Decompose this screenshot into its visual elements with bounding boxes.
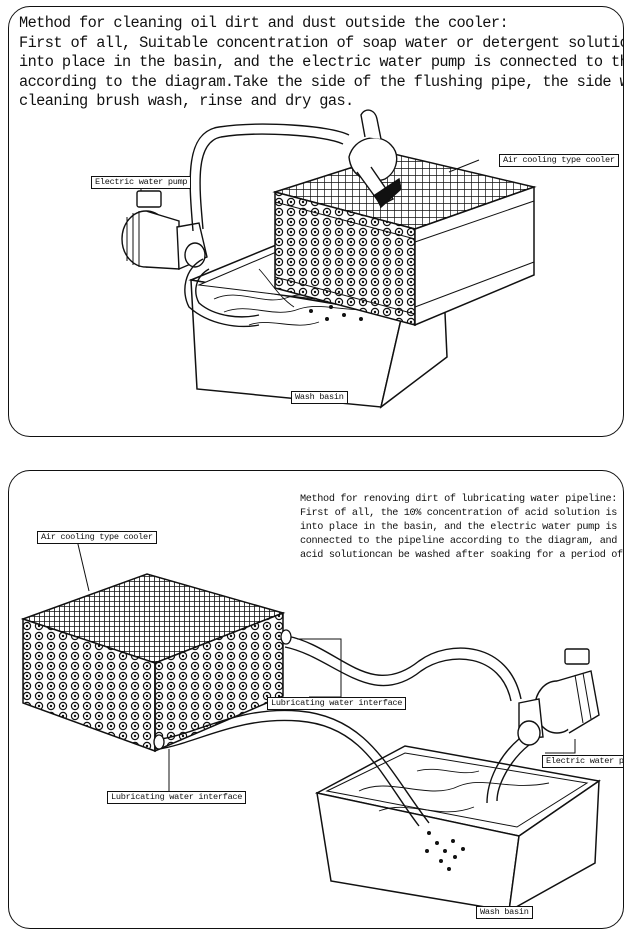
label-lubricating-water-interface-upper: Lubricating water interface bbox=[267, 697, 407, 710]
label-lubricating-water-interface-lower: Lubricating water interface bbox=[107, 791, 247, 804]
description-line: according to the diagram.Take the side o… bbox=[19, 72, 624, 91]
wash-basin-drawing bbox=[314, 745, 601, 913]
pipeline-cleaning-illustration bbox=[20, 539, 601, 917]
hand-with-cleaning-brush bbox=[348, 109, 402, 209]
lubricating-water-pipes bbox=[158, 635, 530, 827]
description-line: into place in the basin, and the electri… bbox=[19, 53, 623, 71]
description-line: First of all, Suitable concentration of … bbox=[19, 33, 623, 52]
label-air-cooling-type-cooler: Air cooling type cooler bbox=[37, 531, 157, 544]
description-line: cleaning brush wash, rinse and dry gas. bbox=[19, 92, 354, 110]
cooler-cleaning-illustration bbox=[121, 109, 537, 409]
description-line: Method for renoving dirt of lubricating … bbox=[300, 494, 617, 505]
water-droplets bbox=[425, 831, 465, 871]
description-line: connected to the pipeline according to t… bbox=[300, 536, 624, 547]
panel-cleaning-oil-dirt: Method for cleaning oil dirt and dust ou… bbox=[8, 6, 624, 437]
label-electric-water-pump: Electric water pump bbox=[542, 755, 623, 768]
description-line: First of all, the 10% concentration of a… bbox=[300, 508, 624, 519]
electric-water-pump-drawing bbox=[121, 190, 208, 271]
description-line: into place in the basin, and the electri… bbox=[300, 522, 617, 533]
panel-removing-pipeline-dirt: Method for renoving dirt of lubricating … bbox=[8, 470, 624, 929]
label-electric-water-pump: Electric water pump bbox=[91, 176, 192, 189]
description-cleaning-oil-dirt: Method for cleaning oil dirt and dust ou… bbox=[19, 14, 624, 112]
electric-water-pump-drawing bbox=[517, 648, 600, 746]
pipe-connectors bbox=[153, 629, 292, 750]
label-air-cooling-type-cooler: Air cooling type cooler bbox=[499, 154, 619, 167]
label-wash-basin: Wash basin bbox=[291, 391, 348, 404]
air-cooler-drawing bbox=[20, 573, 286, 753]
water-waves bbox=[358, 768, 550, 813]
description-line: Method for cleaning oil dirt and dust ou… bbox=[19, 14, 509, 32]
description-removing-pipeline-dirt: Method for renoving dirt of lubricating … bbox=[300, 493, 624, 563]
description-line: acid solutioncan be washed after soaking… bbox=[300, 550, 624, 561]
air-cooler-drawing bbox=[272, 153, 537, 327]
label-wash-basin: Wash basin bbox=[476, 906, 533, 919]
